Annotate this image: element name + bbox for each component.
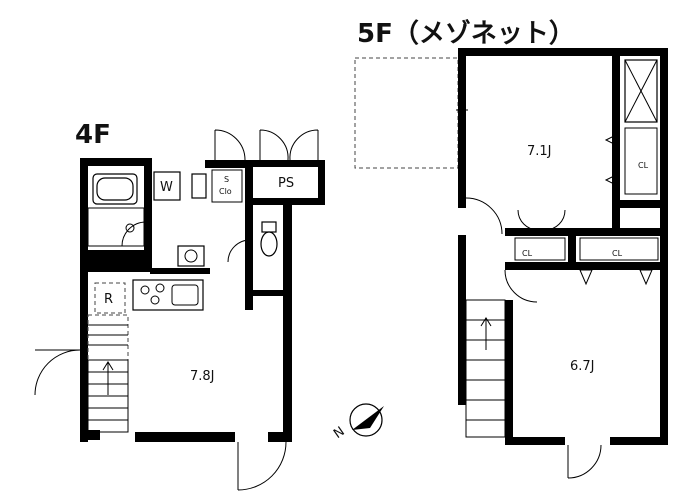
floor4-wall-ps-right	[318, 160, 325, 205]
room-door-swing	[504, 269, 538, 303]
closet-mid-right-label: CL	[612, 249, 623, 258]
floor5-wall-bottom-left	[505, 437, 565, 445]
stair-door-swing	[465, 197, 503, 235]
floor5-upper-room-label: 7.1J	[527, 144, 552, 159]
floor4-wall-bottom-mid	[135, 432, 235, 442]
toilet-bowl	[260, 231, 278, 257]
stair-arrow-icon	[480, 317, 492, 350]
shower-area	[87, 207, 145, 247]
closet-double-door-swing	[517, 209, 566, 231]
bathtub-basin	[96, 177, 134, 201]
shoe-cabinet	[191, 173, 207, 199]
floor4-wall-toilet-left	[245, 160, 253, 310]
compass-label: N	[331, 424, 348, 442]
shoe-closet-label-s: S	[224, 175, 229, 184]
floor5-wall-closet-divider	[568, 228, 576, 270]
stair-5f	[465, 299, 506, 438]
closet-door-icon	[604, 133, 619, 187]
floor4-wall-right	[283, 200, 292, 442]
floor4-plan: W S Clo PS R	[34, 129, 325, 491]
floor5-wall-stair-right	[505, 300, 513, 445]
floor4-wall-left	[80, 158, 88, 442]
shoe-closet-door-swing	[214, 129, 246, 161]
stair-upper-dashed	[87, 314, 129, 361]
floor4-wall-bottom-left	[80, 430, 100, 440]
floor5-wall-bottom-right	[610, 437, 668, 445]
floor4-wall-top-left	[80, 158, 152, 166]
closet-right-label: CL	[638, 161, 649, 170]
fridge-label: R	[104, 292, 113, 307]
entrance-door-swing	[237, 441, 287, 491]
balcony-door-swing	[34, 349, 81, 396]
floor4-wall-ps-top	[245, 160, 325, 167]
stair-arrow-icon	[102, 361, 114, 395]
floor5-wall-storage-bottom	[620, 200, 660, 208]
kitchen-sink	[171, 284, 199, 306]
basin-bowl-icon	[184, 249, 198, 263]
floor4-wall-ps-bottom	[245, 198, 325, 205]
floor4-title: 4F	[75, 120, 111, 150]
fridge-space	[94, 282, 126, 314]
floor4-wall-bottom-right	[268, 432, 292, 442]
toilet-door-swing	[227, 239, 251, 263]
floor5-wall-top	[458, 48, 668, 56]
balcony-dashed	[354, 57, 459, 169]
floor4-wall-washroom-bottom	[150, 268, 210, 274]
floor5-plan: CL CL CL 7.1J 6.7J	[354, 48, 668, 479]
closet-mid-left-label: CL	[522, 249, 533, 258]
washer-space	[153, 171, 181, 201]
stove-burner-icon	[155, 283, 165, 293]
floor5-wall-mid	[505, 228, 660, 236]
closet-door-icon	[579, 269, 653, 286]
floor5-wall-right	[660, 48, 668, 443]
floor5-wall-left-lower	[458, 235, 466, 405]
stove-burner-icon	[140, 285, 150, 295]
floor4-wall-top-mid	[205, 160, 245, 168]
shoe-closet	[211, 169, 243, 203]
compass: N	[331, 403, 384, 442]
floor4-wall-inner-vertical	[144, 158, 152, 270]
bath-door-swing	[121, 221, 147, 247]
floor5-wall-closet-bottom	[505, 262, 660, 270]
washbasin	[177, 245, 205, 267]
floor5-stairs	[465, 299, 506, 438]
closet-mid-right	[579, 237, 659, 261]
floor5-title: 5F（メゾネット）	[357, 18, 575, 49]
closet-right	[624, 127, 658, 195]
ps-door-left-swing	[259, 129, 289, 161]
shoe-closet-label-clo: Clo	[219, 187, 232, 196]
ps-door-right-swing	[289, 129, 319, 161]
stove-burner-icon	[150, 295, 160, 305]
floor4-wall-toilet-bottom	[250, 290, 285, 296]
floor4-wall-bath-bottom	[80, 250, 152, 272]
floor5-lower-room-label: 6.7J	[570, 359, 595, 374]
drain-icon	[125, 223, 135, 233]
compass-needle-icon	[352, 406, 384, 430]
floor4-room-label: 7.8J	[190, 369, 215, 384]
pipe-space-label: PS	[278, 176, 294, 191]
closet-mid-left	[514, 237, 566, 261]
toilet-tank	[261, 221, 277, 233]
floor4-stairs	[87, 314, 129, 433]
lower-room-door-swing	[567, 444, 602, 479]
washer-label: W	[160, 180, 173, 195]
